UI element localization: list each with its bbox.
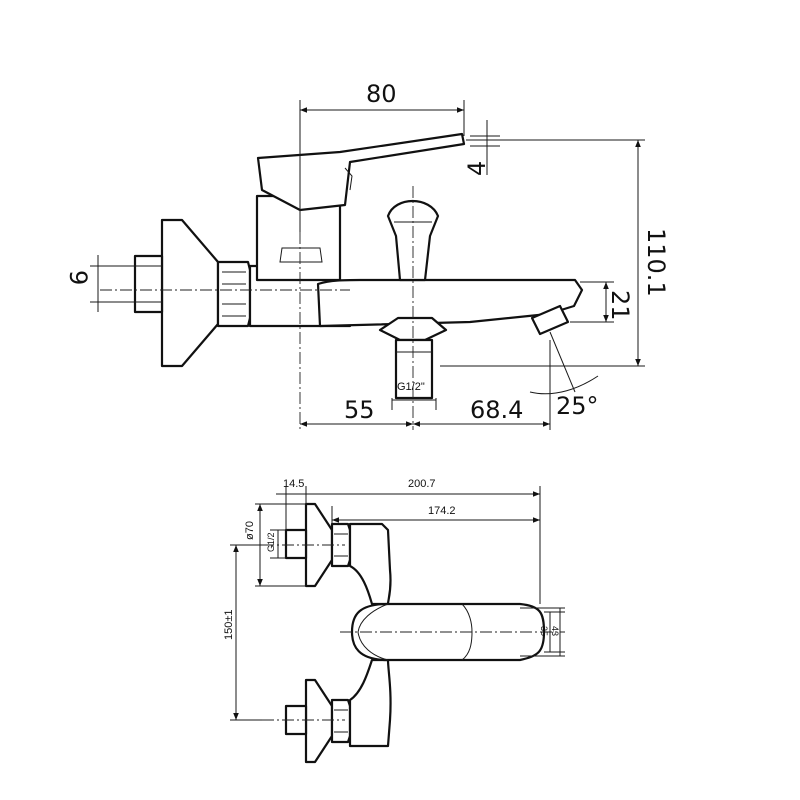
dim-total-length: 200.7 [408, 478, 436, 490]
dim-body-length: 174.2 [428, 505, 456, 517]
outlet-thread-label: G1/2" [397, 381, 425, 393]
outlet-thread [394, 338, 434, 400]
dim-flange-depth: 14.5 [283, 478, 304, 490]
dim-diverter-to-spout: 68.4 [470, 396, 523, 424]
upper-nut [330, 522, 352, 568]
body-connector [348, 522, 392, 606]
lower-nut [330, 698, 352, 744]
dim-spout-angle: 25° [556, 392, 599, 420]
top-view: 14.5 200.7 174.2 ø70 G1/2 150±1 35 43 [223, 478, 565, 764]
dim-flange-diameter: ø70 [244, 521, 256, 540]
dim-spout-width-a: 35 [539, 626, 549, 636]
dim-center-distance: 150±1 [223, 609, 235, 640]
dim-inlet-offset: 9 [64, 270, 92, 285]
spout [316, 278, 584, 328]
side-view: 80 4 110.1 21 9 55 68.4 G1/2" [64, 80, 670, 430]
dim-width-top: 80 [366, 80, 397, 108]
wall-flange [160, 218, 220, 368]
dim-total-height: 110.1 [642, 228, 670, 297]
inlet-pipe [133, 254, 164, 314]
dim-spout-height: 21 [606, 290, 634, 321]
inlet-thread-label: G1/2 [266, 532, 276, 552]
dim-left-to-diverter: 55 [344, 396, 375, 424]
diverter-knob [386, 200, 440, 282]
lower-flange [304, 678, 334, 764]
lever-handle [256, 132, 466, 212]
dim-handle-tilt: 4 [463, 161, 491, 176]
aerator [530, 304, 570, 336]
dim-spout-width-b: 43 [550, 626, 560, 636]
